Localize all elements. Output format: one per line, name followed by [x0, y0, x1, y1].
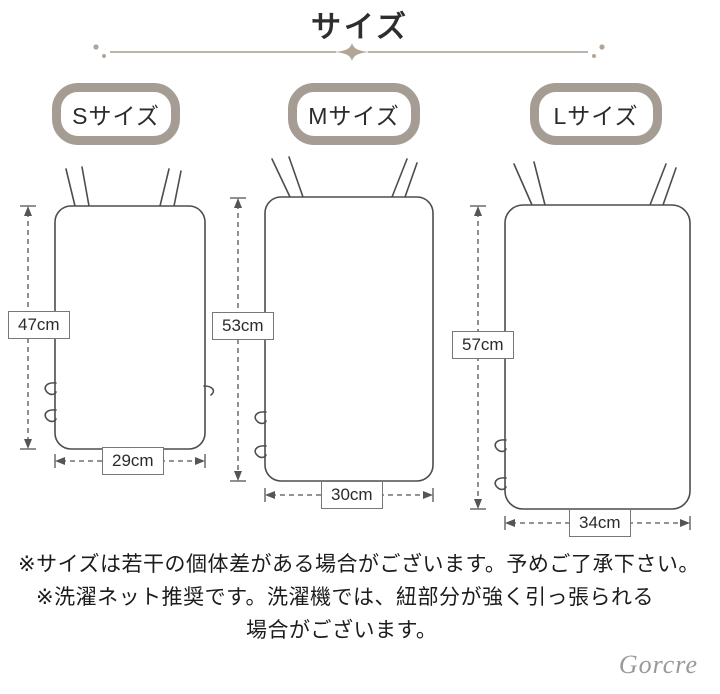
badge-m-size: Mサイズ	[288, 83, 420, 145]
s-cover-body	[54, 205, 206, 450]
badge-m-label: Mサイズ	[308, 103, 400, 129]
dim-arrow-down	[474, 499, 482, 509]
divider-dot	[599, 44, 605, 50]
s-width-label: 29cm	[102, 447, 164, 475]
s-width-dimension	[54, 454, 206, 468]
brand-logo: Gorcre	[618, 650, 698, 679]
sparkle-divider-icon	[334, 43, 370, 61]
s-strap	[173, 170, 182, 207]
m-width-dimension	[264, 488, 434, 502]
s-height-label: 47cm	[8, 311, 70, 339]
m-cover-illustration	[254, 156, 434, 482]
dim-arrow-right	[195, 457, 205, 465]
page-title: サイズ	[310, 11, 410, 44]
m-tie-hook	[254, 445, 267, 459]
l-cover-illustration	[494, 161, 691, 510]
l-tie-hook	[494, 477, 507, 491]
l-strap	[533, 161, 546, 206]
m-cover-body	[264, 196, 434, 482]
dim-arrow-left	[505, 519, 515, 527]
m-width-label: 30cm	[321, 481, 383, 509]
dim-arrow-right	[680, 519, 690, 527]
l-cover-body	[504, 204, 691, 510]
s-height-dimension	[20, 205, 36, 450]
divider-dot	[93, 44, 99, 50]
dim-arrow-left	[55, 457, 65, 465]
badge-s-label: Sサイズ	[72, 103, 160, 129]
dim-arrow-right	[423, 491, 433, 499]
dim-arrow-up	[234, 198, 242, 208]
dim-arrow-left	[265, 491, 275, 499]
dim-arrow-down	[24, 439, 32, 449]
badge-l-size: Lサイズ	[530, 83, 662, 145]
s-tie-hook	[44, 382, 57, 396]
divider-dot	[102, 54, 106, 58]
l-tie-hook	[494, 439, 507, 453]
s-cover-illustration	[44, 166, 215, 450]
s-strap	[81, 166, 90, 207]
note-line-1: ※サイズは若干の個体差がある場合がございます。予めご了承下さい。	[18, 553, 700, 576]
s-strap	[65, 168, 76, 207]
s-tie-hook	[44, 409, 57, 423]
badge-s-size: Sサイズ	[52, 83, 180, 145]
s-tie-hook	[203, 385, 215, 396]
m-strap	[271, 158, 291, 198]
badge-l-label: Lサイズ	[553, 103, 639, 129]
note-line-3: 場合がございます。	[246, 619, 438, 642]
dim-arrow-up	[24, 206, 32, 216]
m-strap	[391, 158, 408, 198]
m-strap	[404, 162, 418, 198]
l-strap	[662, 167, 677, 206]
dim-arrow-down	[234, 471, 242, 481]
l-width-label: 34cm	[569, 509, 631, 537]
note-line-2: ※洗濯ネット推奨です。洗濯機では、紐部分が強く引っ張られる	[36, 586, 654, 609]
divider-dot	[592, 54, 596, 58]
m-tie-hook	[254, 411, 267, 425]
l-width-dimension	[504, 516, 691, 530]
l-strap	[513, 163, 533, 206]
divider	[93, 43, 605, 61]
l-height-label: 57cm	[452, 331, 514, 359]
m-strap	[288, 156, 304, 198]
l-strap	[649, 163, 667, 206]
s-strap	[159, 168, 170, 207]
m-height-label: 53cm	[212, 312, 274, 340]
dim-arrow-up	[474, 206, 482, 216]
